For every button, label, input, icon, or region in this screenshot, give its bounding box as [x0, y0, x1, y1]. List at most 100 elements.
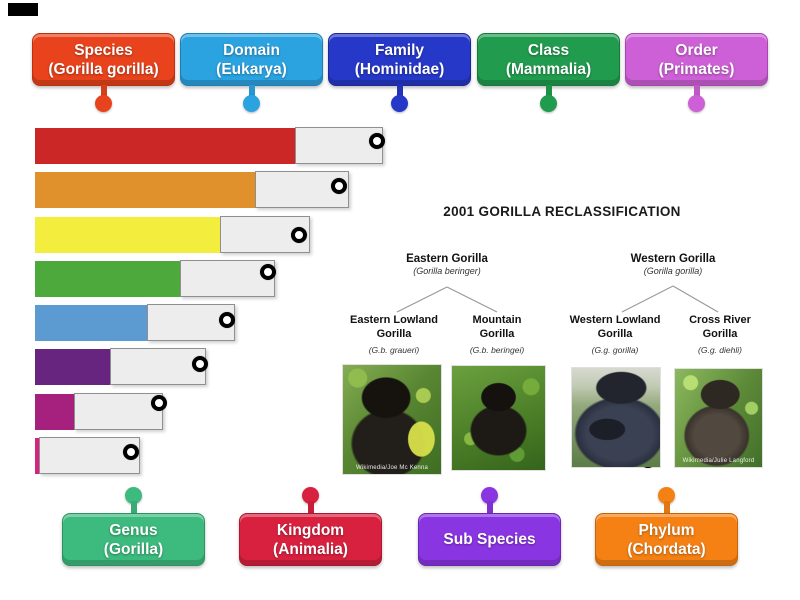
photo-eastern-lowland-gorilla: Wikimedia/Joe Mc Kenna	[343, 365, 441, 474]
target-marker[interactable]	[369, 133, 385, 149]
node-name: Cross River Gorilla	[689, 314, 751, 341]
label-tag-kingdom[interactable]: Kingdom (Animalia)	[239, 487, 382, 568]
pin-dot	[540, 95, 557, 112]
node-latin: (Gorilla beringer)	[413, 266, 481, 276]
label-box: Order (Primates)	[625, 33, 768, 86]
photo-cross-river-gorilla: Wikimedia/Julie Langford	[675, 369, 762, 467]
node-latin: (G.b. graueri)	[368, 345, 420, 355]
label-box: Phylum (Chordata)	[595, 513, 738, 566]
label-tag-species[interactable]: Species (Gorilla gorilla)	[32, 33, 175, 112]
taxonomy-bar	[35, 217, 220, 253]
taxonomy-bar	[35, 305, 147, 341]
tree-node-mountain: Mountain Gorilla (G.b. beringei)	[470, 314, 524, 355]
pin-stem	[248, 85, 255, 97]
pin-dot	[302, 487, 319, 504]
label-line2: (Primates)	[658, 60, 735, 78]
node-name-line1: Western Lowland	[569, 314, 661, 326]
node-latin: (G.g. diehli)	[698, 345, 742, 355]
photo-credit: Wikimedia/Joe Mc Kenna	[355, 465, 429, 471]
node-latin: (Gorilla gorilla)	[643, 266, 703, 276]
label-tag-genus[interactable]: Genus (Gorilla)	[62, 487, 205, 568]
target-marker[interactable]	[123, 444, 139, 460]
label-box: Domain (Eukarya)	[180, 33, 323, 86]
node-name-line1: Cross River	[689, 314, 751, 326]
pin-stem	[545, 85, 552, 97]
answer-box	[74, 393, 163, 430]
taxonomy-bar	[35, 394, 74, 430]
node-name-line1: Eastern Lowland	[349, 314, 439, 326]
label-line1: Genus	[109, 521, 158, 539]
tree-title: 2001 GORILLA RECLASSIFICATION	[443, 204, 681, 219]
label-line2: (Eukarya)	[216, 60, 287, 78]
tree-node-eastern-gorilla: Eastern Gorilla (Gorilla beringer)	[406, 253, 488, 276]
label-line1: Species	[74, 41, 133, 59]
pin-stem	[486, 501, 493, 514]
black-mark	[8, 3, 38, 16]
node-name: Western Lowland Gorilla	[570, 314, 661, 341]
node-name-line2: Gorilla	[479, 327, 515, 340]
label-line1: Class	[527, 41, 570, 59]
pin-dot	[125, 487, 142, 504]
node-name: Eastern Lowland Gorilla	[350, 314, 438, 341]
tree-node-eastern-lowland: Eastern Lowland Gorilla (G.b. graueri)	[350, 314, 438, 355]
pin-dot	[95, 95, 112, 112]
tree-node-western-gorilla: Western Gorilla (Gorilla gorilla)	[631, 253, 716, 276]
label-tag-order[interactable]: Order (Primates)	[625, 33, 768, 112]
node-name-line1: Mountain	[472, 314, 522, 326]
answer-box	[295, 127, 383, 164]
label-line1: Phylum	[638, 521, 695, 539]
target-marker[interactable]	[219, 312, 235, 328]
answer-box	[180, 260, 275, 297]
label-tag-phylum[interactable]: Phylum (Chordata)	[595, 487, 738, 568]
node-latin: (G.b. beringei)	[469, 345, 525, 355]
tree-node-western-lowland: Western Lowland Gorilla (G.g. gorilla)	[570, 314, 661, 355]
label-line2: (Gorilla)	[103, 540, 164, 558]
target-marker[interactable]	[331, 178, 347, 194]
taxonomy-bar	[35, 438, 39, 474]
label-line1: Order	[675, 41, 718, 59]
node-latin: (G.g. gorilla)	[591, 345, 639, 355]
answer-box	[110, 348, 206, 385]
gorilla-image	[572, 368, 660, 467]
label-line2: (Animalia)	[273, 540, 348, 558]
label-tag-family[interactable]: Family (Hominidae)	[328, 33, 471, 112]
pin-stem	[663, 501, 670, 514]
label-box: Genus (Gorilla)	[62, 513, 205, 566]
pin-stem	[693, 85, 700, 97]
pin-stem	[307, 501, 314, 514]
target-marker[interactable]	[260, 264, 276, 280]
taxonomy-bar	[35, 349, 110, 385]
photo-credit: Wikimedia/Julie Langford	[682, 458, 755, 464]
taxonomy-bar	[35, 261, 180, 297]
photo-western-lowland-gorilla	[572, 368, 660, 467]
target-marker[interactable]	[151, 395, 167, 411]
node-name-line2: Gorilla	[702, 327, 738, 340]
label-tag-domain[interactable]: Domain (Eukarya)	[180, 33, 323, 112]
node-name: Eastern Gorilla	[406, 253, 488, 265]
label-tag-class[interactable]: Class (Mammalia)	[477, 33, 620, 112]
tree-node-cross-river: Cross River Gorilla (G.g. diehli)	[689, 314, 751, 355]
gorilla-image	[675, 369, 762, 467]
label-tag-subspecies[interactable]: Sub Species	[418, 487, 561, 568]
node-name-line2: Gorilla	[376, 327, 412, 340]
pin-stem	[130, 501, 137, 514]
target-marker[interactable]	[192, 356, 208, 372]
label-line2: (Chordata)	[627, 540, 706, 558]
label-line2: (Mammalia)	[505, 60, 592, 78]
pin-dot	[688, 95, 705, 112]
label-line1: Family	[374, 41, 425, 59]
pin-dot	[658, 487, 675, 504]
label-box: Class (Mammalia)	[477, 33, 620, 86]
target-marker[interactable]	[291, 227, 307, 243]
label-box: Kingdom (Animalia)	[239, 513, 382, 566]
label-box: Species (Gorilla gorilla)	[32, 33, 175, 86]
label-line2: (Gorilla gorilla)	[48, 60, 159, 78]
label-line1: Sub Species	[443, 531, 536, 548]
node-name: Mountain Gorilla	[470, 314, 524, 341]
label-line1: Kingdom	[276, 521, 345, 539]
photo-mountain-gorilla	[452, 366, 545, 470]
taxonomy-bar	[35, 128, 295, 164]
pin-stem	[100, 85, 107, 97]
pin-dot	[243, 95, 260, 112]
